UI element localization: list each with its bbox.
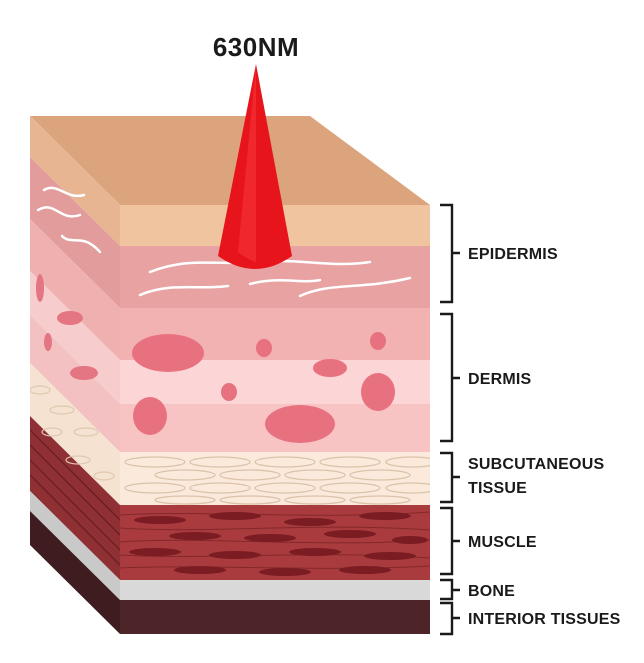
label-bone: BONE — [468, 583, 515, 600]
front-face — [120, 205, 430, 634]
layer-bone — [120, 580, 430, 600]
side-face — [30, 116, 120, 634]
label-dermis: DERMIS — [468, 371, 532, 388]
label-muscle: MUSCLE — [468, 534, 537, 551]
label-epidermis: EPIDERMIS — [468, 246, 558, 263]
layer-interior — [120, 600, 430, 634]
bracket-muscle — [440, 506, 460, 576]
bracket-interior — [440, 601, 460, 636]
layer-brackets — [440, 203, 460, 636]
bracket-epidermis — [440, 203, 460, 304]
bracket-subcutaneous — [440, 451, 460, 504]
label-subcutaneous-tissue: SUBCUTANEOUS TISSUE — [468, 456, 609, 497]
light-beam-icon — [218, 64, 292, 269]
bracket-dermis — [440, 312, 460, 443]
layer-labels: EPIDERMIS DERMIS SUBCUTANEOUS TISSUE MUS… — [468, 246, 621, 628]
label-interior-tissues: INTERIOR TISSUES — [468, 611, 621, 628]
bracket-bone — [440, 578, 460, 601]
wavelength-label: 630NM — [213, 32, 299, 62]
skin-surface-top — [30, 116, 430, 205]
